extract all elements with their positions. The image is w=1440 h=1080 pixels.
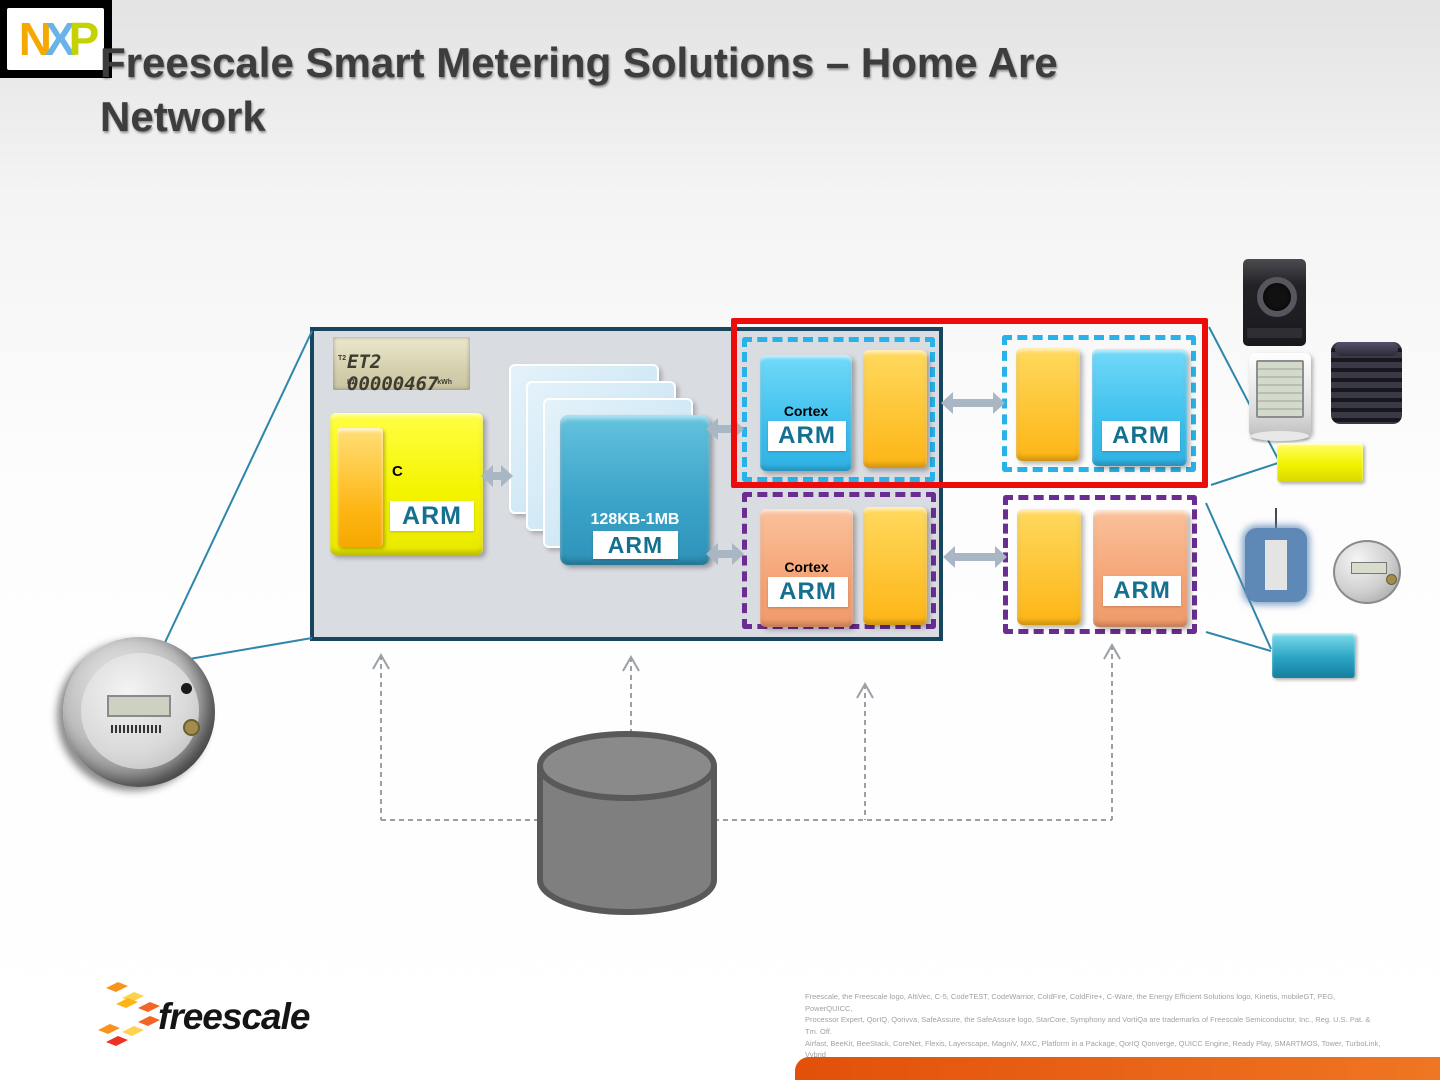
memory-size-label: 128KB-1MB — [590, 511, 680, 528]
arrow-memory-radio-upper — [706, 418, 744, 440]
module-core — [1265, 540, 1287, 590]
washer-door — [1257, 277, 1297, 317]
ihd-base — [1251, 431, 1309, 441]
database-cylinder — [537, 731, 717, 915]
remote-cortex-chip-lower: ARM — [1093, 510, 1188, 627]
meter-nut — [1386, 574, 1397, 585]
arrow-lower-link — [943, 546, 1007, 568]
nxp-logo-block: NXP — [0, 0, 112, 78]
radio-group-lower-right: ARM — [1003, 495, 1197, 634]
arm-logo: ARM — [1102, 421, 1180, 451]
meter-face — [1333, 540, 1401, 604]
arm-logo-text: ARM — [779, 578, 837, 605]
remote-radio-block-upper — [1016, 348, 1080, 461]
flash-memory-block: 128KB-1MB ARM — [560, 415, 710, 565]
device-node-yellow — [1277, 443, 1363, 482]
radio-block-upper — [863, 350, 927, 468]
arrow-mcu-memory — [481, 465, 513, 487]
dashed-arrowheads — [372, 642, 1121, 699]
cortex-label: Cortex — [784, 559, 829, 575]
meter-button — [181, 683, 192, 694]
device-node-cyan — [1272, 633, 1355, 678]
arm-logo-text: ARM — [1113, 577, 1171, 604]
hvac-unit-photo — [1331, 342, 1402, 424]
cortex-label: Cortex — [783, 403, 829, 419]
smart-meter-photo-small — [1329, 540, 1405, 604]
freescale-logo-text: freescale — [158, 996, 310, 1037]
arm-logo-text: ARM — [402, 501, 462, 530]
arm-logo-text: ARM — [607, 531, 664, 558]
cortex-radio-chip-lower: Cortex ARM — [760, 509, 853, 627]
legal-line: Processor Expert, QorIQ, Qorivva, SafeAs… — [805, 1015, 1371, 1036]
arm-logo: ARM — [390, 501, 474, 531]
lcd-reading: ET2 00000467 — [347, 351, 439, 395]
legal-line: Airfast, BeeKit, BeeStack, CoreNet, Flex… — [805, 1038, 1381, 1060]
arm-logo: ARM — [593, 531, 678, 559]
slide-accent-bar — [795, 1057, 1440, 1080]
meter-lcd — [1351, 562, 1387, 574]
arrow-memory-radio-lower — [706, 543, 744, 565]
arm-logo: ARM — [768, 577, 848, 607]
freescale-chevron-icon — [98, 982, 160, 1046]
washing-machine-photo — [1243, 259, 1306, 346]
slide-title-line1: Freescale Smart Metering Solutions – Hom… — [100, 39, 1058, 86]
arrow-upper-link — [941, 392, 1005, 414]
remote-cortex-chip-upper: ARM — [1092, 349, 1187, 466]
radio-block-lower — [863, 507, 927, 625]
nxp-letter-p: P — [68, 13, 100, 65]
meter-optical-port — [183, 719, 200, 736]
arm-logo: ARM — [1103, 576, 1181, 606]
in-home-display-photo — [1249, 353, 1311, 441]
arm-logo-text: ARM — [1112, 422, 1170, 449]
mcu-peripheral-bar — [337, 428, 383, 547]
cortex-radio-chip-upper: Cortex ARM — [760, 355, 852, 471]
arm-logo: ARM — [768, 421, 846, 451]
radio-group-upper-right: ARM — [1002, 335, 1196, 472]
washer-drawer — [1247, 328, 1302, 338]
slide-title: Freescale Smart Metering Solutions – Hom… — [100, 36, 1340, 144]
mcu-label: C — [392, 463, 403, 480]
lcd-unit-label: kWh — [437, 379, 452, 386]
nxp-letter-n: N — [18, 13, 52, 65]
remote-radio-block-lower — [1017, 509, 1081, 625]
mcu-block: C ARM — [330, 413, 483, 555]
legal-line: Freescale, the Freescale logo, AltiVec, … — [805, 992, 1336, 1013]
nxp-logo: NXP — [7, 8, 104, 70]
radio-group-upper-left: Cortex ARM — [742, 337, 935, 482]
wireless-module-photo — [1245, 508, 1307, 607]
nxp-letter-x: X — [44, 13, 76, 65]
slide-title-line2: Network — [100, 92, 266, 140]
radio-group-lower-left: Cortex ARM — [742, 492, 936, 629]
meter-lcd-display: T2 ET2 00000467 L1 kWh — [333, 337, 470, 395]
lcd-phase-label: L1 — [347, 379, 356, 386]
smart-meter-photo-large — [63, 637, 219, 789]
lcd-tariff-label: T2 — [338, 355, 347, 362]
meter-barcode — [111, 725, 163, 733]
hvac-top-panel — [1335, 342, 1398, 356]
arm-logo-text: ARM — [778, 422, 836, 449]
dashed-network-lines — [380, 645, 1113, 821]
module-antenna — [1275, 508, 1277, 530]
meter-lcd — [107, 695, 171, 717]
ihd-screen — [1256, 360, 1304, 418]
